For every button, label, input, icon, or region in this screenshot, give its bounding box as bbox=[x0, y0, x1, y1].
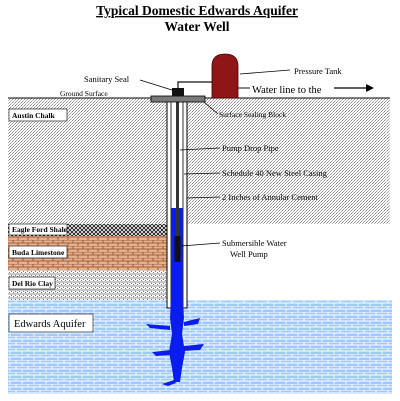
leader-surface-sealing-block bbox=[203, 101, 219, 115]
leader-casing bbox=[183, 172, 221, 175]
water-line-arrow-head bbox=[366, 84, 374, 92]
open-borehole bbox=[169, 300, 185, 382]
layer-label-austin-chalk: Austin Chalk bbox=[12, 111, 56, 120]
edwards-label-box bbox=[8, 313, 94, 333]
label-casing: Schedule 40 New Steel Casing bbox=[222, 168, 328, 178]
layer-labels: Austin Chalk Eagle Ford Shale Buda Limes… bbox=[8, 108, 94, 333]
fracture-bottom bbox=[162, 380, 176, 386]
surface-sealing-block bbox=[150, 95, 206, 103]
eagle-ford-label-box bbox=[8, 223, 68, 236]
pump-drop-pipe bbox=[176, 88, 179, 238]
leader-annular-cement bbox=[186, 196, 221, 199]
label-pump-drop-pipe: Pump Drop Pipe bbox=[222, 143, 279, 153]
fracture-right-lower bbox=[184, 344, 204, 351]
submersible-pump bbox=[174, 236, 181, 262]
leader-sanitary-seal bbox=[139, 79, 173, 91]
fracture-right-upper bbox=[184, 318, 200, 326]
leader-pressure-tank bbox=[239, 69, 291, 75]
pressure-tank bbox=[211, 53, 239, 99]
diagram-title-line1: Typical Domestic Edwards Aquifer bbox=[96, 3, 298, 18]
leader-pump-drop-pipe bbox=[179, 147, 221, 151]
label-surface-sealing-block: Surface Sealing Block bbox=[219, 110, 286, 119]
label-pressure-tank: Pressure Tank bbox=[294, 66, 342, 76]
fracture-left-upper bbox=[146, 324, 170, 330]
layer-label-del-rio-clay: Del Rio Clay bbox=[12, 279, 53, 288]
leader-pump bbox=[180, 242, 221, 247]
label-pump-line2: Well Pump bbox=[230, 249, 268, 259]
label-annular-cement: 2 Inches of Annular Cement bbox=[222, 192, 318, 202]
sanitary-seal bbox=[172, 88, 184, 96]
fracture-left-lower bbox=[152, 350, 171, 356]
layer-label-buda-limestone: Buda Limestone bbox=[12, 248, 65, 257]
label-sanitary-seal: Sanitary Seal bbox=[84, 74, 130, 84]
austin-chalk-label-box bbox=[8, 108, 68, 122]
label-pump-line1: Submersible Water bbox=[222, 238, 287, 248]
label-ground-surface: Ground Surface bbox=[60, 89, 108, 98]
layer-label-eagle-ford-shale: Eagle Ford Shale bbox=[12, 225, 68, 234]
label-water-line: Water line to the bbox=[252, 85, 322, 96]
well-bore bbox=[146, 88, 204, 386]
del-rio-label-box bbox=[8, 276, 56, 290]
layer-label-edwards-aquifer: Edwards Aquifer bbox=[14, 319, 86, 330]
austin-chalk-layer bbox=[8, 98, 390, 224]
diagram-title-line2: Water Well bbox=[164, 19, 229, 34]
buda-label-box bbox=[8, 245, 68, 259]
tank-supply-pipe bbox=[177, 81, 216, 88]
